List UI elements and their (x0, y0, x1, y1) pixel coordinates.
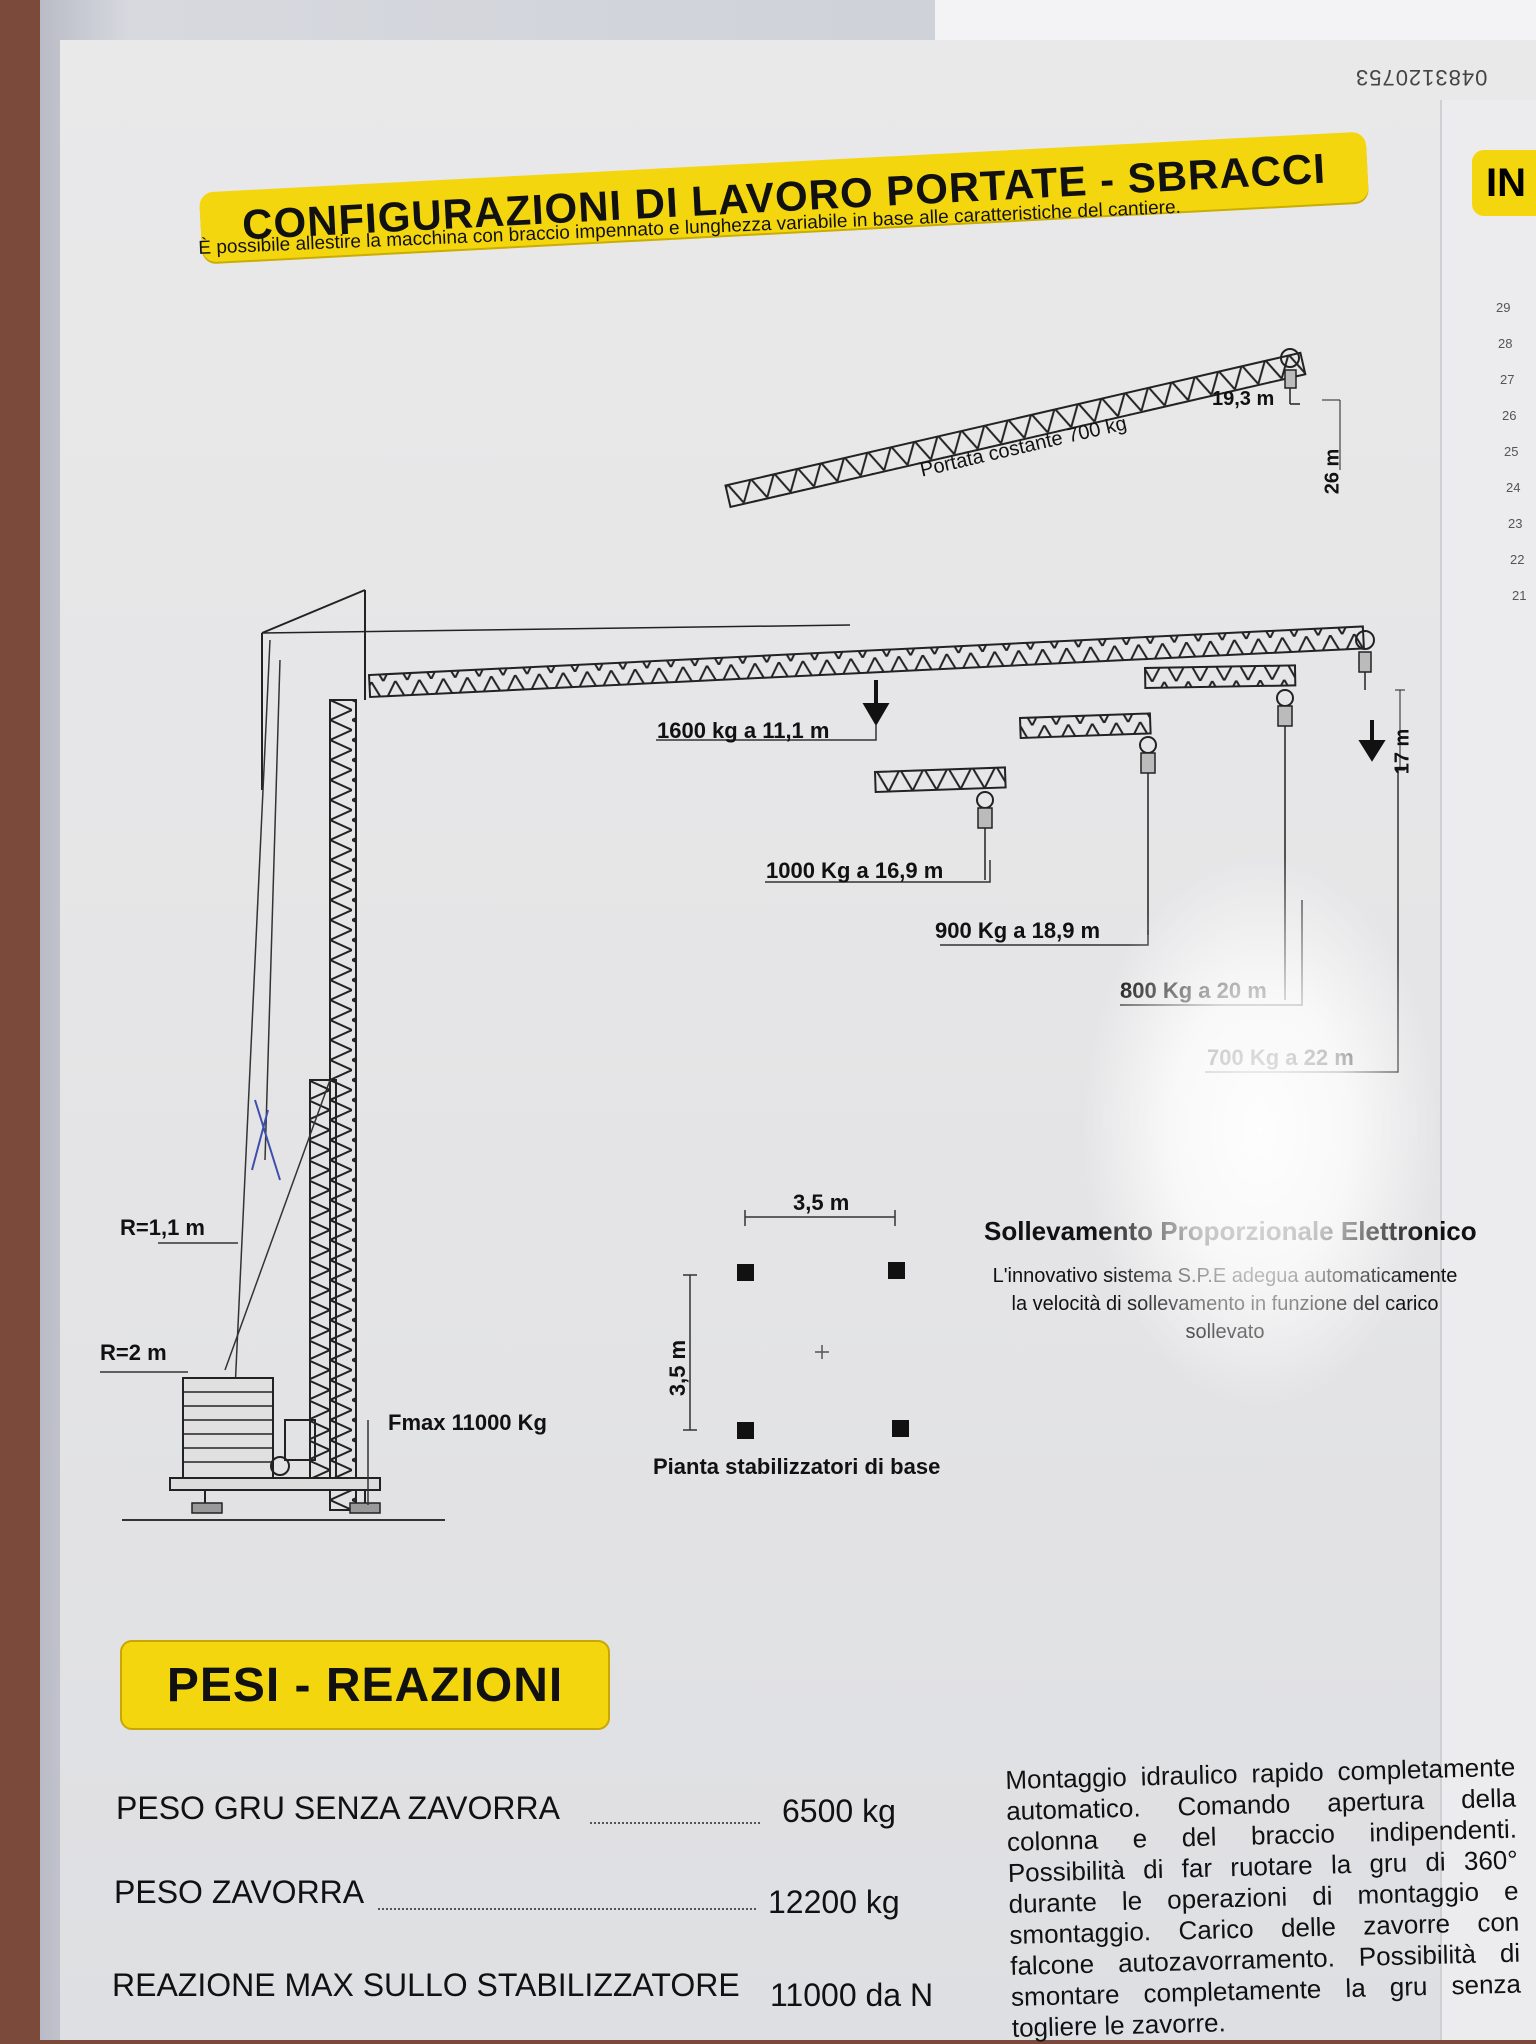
assembly-description: Montaggio idraulico rapido completamente… (1005, 1751, 1522, 2043)
ruler: 29 28 27 26 25 24 23 22 21 (1496, 300, 1536, 620)
ruler-tick: 26 (1502, 408, 1517, 423)
outrigger-width-label: 3,5 m (793, 1190, 850, 1215)
side-tab-label: IN (1486, 160, 1526, 205)
ruler-tick: 27 (1500, 372, 1515, 387)
main-jib-hook (1355, 630, 1405, 771)
main-jib (367, 625, 1365, 699)
reaction-row-value: 11000 da N (770, 1977, 934, 2013)
spe-title: Sollevamento Proporzionale Elettronico (984, 1216, 1477, 1246)
pesi-title: PESI - REAZIONI (166, 1658, 564, 1712)
dotted-leader (378, 1908, 756, 1910)
load-label-3: 900 Kg a 18,9 m (935, 918, 1101, 943)
ruler-tick: 29 (1496, 300, 1511, 315)
ruler-tick: 25 (1504, 444, 1519, 459)
radius-lower-label: R=2 m (100, 1340, 167, 1365)
right-page-edge (1440, 100, 1536, 2040)
luffed-boom (724, 351, 1307, 509)
ruler-tick: 21 (1512, 588, 1527, 603)
jib-section (1143, 664, 1297, 1000)
load-arrow (1358, 720, 1386, 762)
hook-height-label: 17 m (1391, 728, 1414, 775)
luffed-boom-reach: 19,3 m (1212, 388, 1275, 410)
dotted-leader (590, 1822, 760, 1824)
load-label-1: 1600 kg a 11,1 m (657, 718, 830, 743)
load-label-2: 1000 Kg a 16,9 m (766, 858, 944, 883)
load-label-5: 700 Kg a 22 m (1207, 1045, 1354, 1070)
outrigger-depth-label: 3,5 m (665, 1339, 691, 1397)
crane-mast (224, 589, 851, 1511)
spe-body: L'innovativo sistema S.P.E adegua automa… (992, 1265, 1458, 1343)
jib-section (873, 766, 1007, 880)
luffed-boom-height: 26 m (1321, 448, 1344, 495)
ruler-tick: 24 (1506, 480, 1521, 495)
pesi-banner: PESI - REAZIONI (120, 1640, 610, 1730)
radius-upper-label: R=1,1 m (120, 1215, 205, 1240)
load-label-4: 800 Kg a 20 m (1120, 978, 1267, 1003)
ballast-row-value: 12200 kg (768, 1884, 900, 1920)
ruler-tick: 22 (1510, 552, 1525, 567)
luffed-boom-hook (1280, 348, 1341, 470)
ruler-tick: 28 (1498, 336, 1513, 351)
outrigger-caption: Pianta stabilizzatori di base (653, 1454, 941, 1479)
ballast-row-label: PESO ZAVORRA (114, 1874, 365, 1910)
jib-section (1018, 712, 1157, 935)
side-tab: IN (1472, 150, 1536, 216)
weight-row-value: 6500 kg (782, 1793, 896, 1829)
load-arrow (862, 680, 890, 726)
outrigger-plan (683, 1210, 909, 1439)
fmax-label: Fmax 11000 Kg (388, 1410, 547, 1435)
ruler-tick: 23 (1508, 516, 1523, 531)
crane-base (122, 1377, 445, 1521)
radius-markers (100, 1242, 238, 1373)
weight-row-label: PESO GRU SENZA ZAVORRA (116, 1790, 560, 1826)
reaction-row-label: REAZIONE MAX SULLO STABILIZZATORE (112, 1967, 740, 2003)
leader-lines (656, 724, 1399, 1073)
